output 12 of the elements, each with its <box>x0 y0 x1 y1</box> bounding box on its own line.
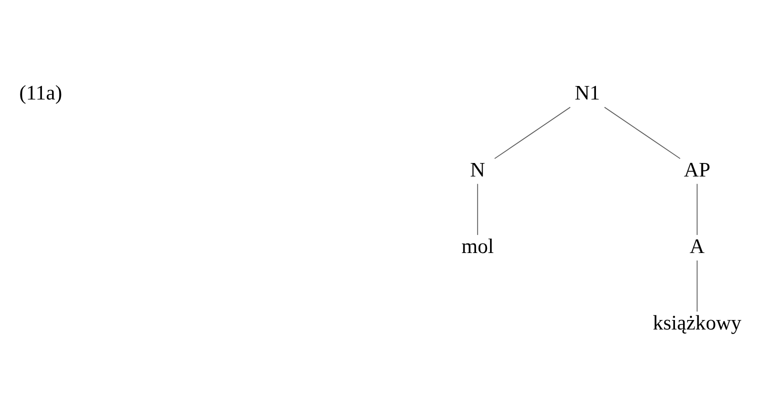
label: (11a) <box>19 82 62 105</box>
node-text: N <box>470 159 486 182</box>
node-text: AP <box>684 159 710 182</box>
node-text: książkowy <box>652 312 742 335</box>
connector <box>477 183 478 236</box>
node-text: N1 <box>574 82 600 105</box>
node-text: mol <box>462 236 494 258</box>
connector <box>696 183 698 236</box>
node-text: A <box>690 236 705 258</box>
connector <box>494 106 571 159</box>
connector <box>696 260 698 312</box>
connector <box>604 106 681 159</box>
